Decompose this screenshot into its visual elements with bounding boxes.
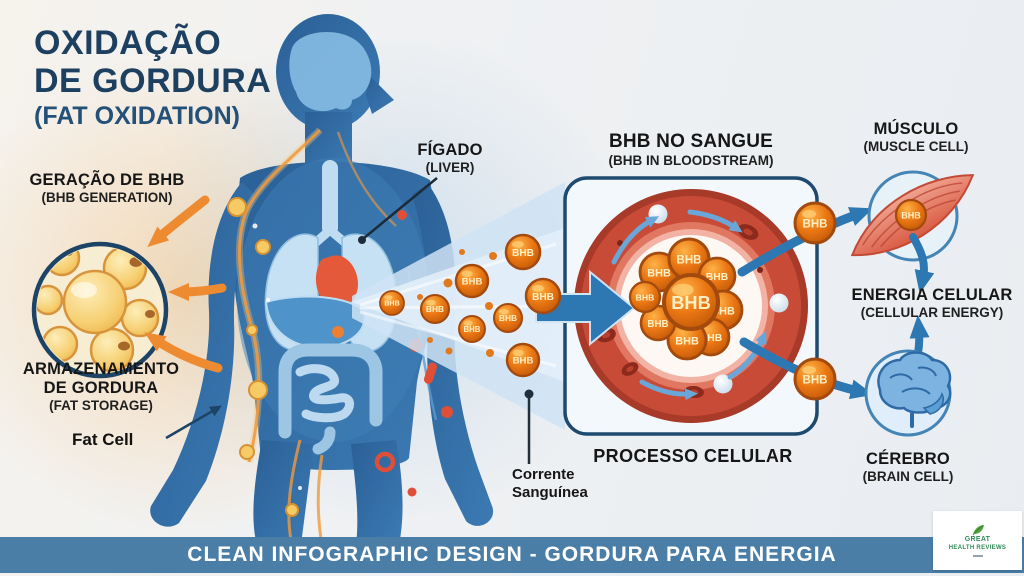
fat-storage-pt1: ARMAZENAMENTO xyxy=(22,360,180,378)
label-fat-cell: Fat Cell xyxy=(72,430,134,449)
brain-cell-illustration xyxy=(864,349,952,437)
liver-pt: FÍGADO xyxy=(417,141,483,159)
left-arm-silhouette xyxy=(150,182,256,527)
bhb-exit-molecules: BHB BHB xyxy=(793,201,837,401)
muscle-cell-illustration: BHB xyxy=(850,170,975,262)
label-fat-storage: ARMAZENAMENTO DE GORDURA (FAT STORAGE) xyxy=(0,360,202,413)
bhb-text: BHB xyxy=(462,277,483,288)
label-brain: CÉREBRO (BRAIN CELL) xyxy=(820,450,996,484)
heart xyxy=(315,255,358,308)
title-en: (FAT OXIDATION) xyxy=(34,102,240,131)
bloodstream-pt: BHB NO SANGUE xyxy=(608,131,774,152)
logo-line1: GREAT xyxy=(964,536,991,544)
arrow-to-fatcell-bottom xyxy=(144,332,223,373)
label-bhb-bloodstream: BHB NO SANGUE (BHB IN BLOODSTREAM) xyxy=(563,131,819,168)
blood-current-line1: Corrente xyxy=(512,466,575,483)
leaf-icon xyxy=(972,525,984,536)
intestines xyxy=(278,343,383,455)
brand-logo: GREAT HEALTH REVIEWS xyxy=(933,511,1022,570)
label-muscle: MÚSCULO (MUSCLE CELL) xyxy=(828,120,1004,154)
bhb-text: BHB xyxy=(671,293,710,313)
arrow-to-fatcell-top xyxy=(147,195,210,248)
label-bhb-generation: GERAÇÃO DE BHB (BHB GENERATION) xyxy=(12,171,202,205)
liver-en: (LIVER) xyxy=(425,159,475,175)
bhb-text: BHB xyxy=(499,313,517,323)
bloodstream-en: (BHB IN BLOODSTREAM) xyxy=(608,152,774,168)
bhb-text: BHB xyxy=(677,255,702,267)
small-bhb-dots xyxy=(417,249,497,357)
bhb-text: BHB xyxy=(512,248,534,259)
label-cellular-process: PROCESSO CELULAR xyxy=(568,446,818,467)
fat-cell-dots xyxy=(227,197,299,517)
footer-banner: CLEAN INFOGRAPHIC DESIGN - GORDURA PARA … xyxy=(0,537,1024,573)
bhb-text: BHB xyxy=(513,356,534,367)
bhb-generation-en: (BHB GENERATION) xyxy=(41,189,173,205)
fat-storage-pt2: DE GORDURA xyxy=(43,378,159,397)
label-cellular-energy: ENERGIA CELULAR (CELLULAR ENERGY) xyxy=(840,286,1024,320)
title-pt-line2: DE GORDURA xyxy=(34,62,272,101)
bhb-text: BHB xyxy=(901,210,921,220)
page-title: OXIDAÇÃO DE GORDURA (FAT OXIDATION) xyxy=(34,24,271,133)
arrow-into-bloodstream xyxy=(535,269,636,347)
brain-en: (BRAIN CELL) xyxy=(862,468,954,484)
sparkle-dots xyxy=(252,223,302,490)
blood-current-line2: Sanguínea xyxy=(512,483,588,501)
cellular-energy-pt: ENERGIA CELULAR xyxy=(851,286,1013,304)
arrow-muscle-to-energy xyxy=(909,233,935,294)
muscle-pt: MÚSCULO xyxy=(873,120,959,138)
right-leg-silhouette xyxy=(351,440,403,545)
bhb-text: BHB xyxy=(803,219,828,231)
white-blood-cells xyxy=(648,204,789,394)
bhb-text: BHB xyxy=(803,375,828,387)
process-label: PROCESSO CELULAR xyxy=(593,446,793,466)
bhb-molecules-stream: BHB BHB BHB BHB BHB BHB BHB BHB xyxy=(379,233,562,378)
bhb-text: BHB xyxy=(647,319,668,330)
cellular-energy-en: (CELLULAR ENERGY) xyxy=(860,304,1004,320)
bhb-text: BHB xyxy=(384,299,400,308)
bhb-text: BHB xyxy=(636,292,655,302)
label-liver: FÍGADO (LIVER) xyxy=(390,141,510,175)
leader-lines xyxy=(165,177,534,464)
bhb-text: BHB xyxy=(675,335,699,347)
gallbladder xyxy=(332,326,344,338)
title-pt-line1: OXIDAÇÃO xyxy=(34,24,222,62)
bhb-text: BHB xyxy=(426,304,444,314)
arrow-to-fatcell-middle xyxy=(168,282,227,301)
logo-divider xyxy=(972,554,983,557)
brain-pt: CÉREBRO xyxy=(866,450,950,468)
brain-in-head xyxy=(289,32,372,112)
label-blood-current: Corrente Sanguínea xyxy=(512,466,588,501)
bhb-text: BHB xyxy=(706,272,728,283)
bhb-cluster-center: BHB BHB BHB BHB BHB BHB BHB BHB BHB xyxy=(628,237,744,361)
bhb-text: BHB xyxy=(700,333,722,344)
arrow-to-muscle xyxy=(737,207,873,277)
bhb-text: BHB xyxy=(647,267,671,279)
bhb-in-muscle: BHB xyxy=(894,198,928,232)
bhb-generation-pt: GERAÇÃO DE BHB xyxy=(29,171,185,189)
fat-cell-magnifier xyxy=(31,195,227,379)
muscle-en: (MUSCLE CELL) xyxy=(863,138,969,154)
human-body-illustration xyxy=(150,14,494,546)
head-silhouette xyxy=(276,14,394,170)
left-leg-silhouette xyxy=(253,440,313,545)
fat-storage-en: (FAT STORAGE) xyxy=(49,397,153,413)
bhb-text: BHB xyxy=(464,325,481,334)
logo-line2: HEALTH REVIEWS xyxy=(948,544,1007,551)
bhb-text: BHB xyxy=(532,292,554,303)
flow-arrows-in-vessel xyxy=(611,209,767,401)
